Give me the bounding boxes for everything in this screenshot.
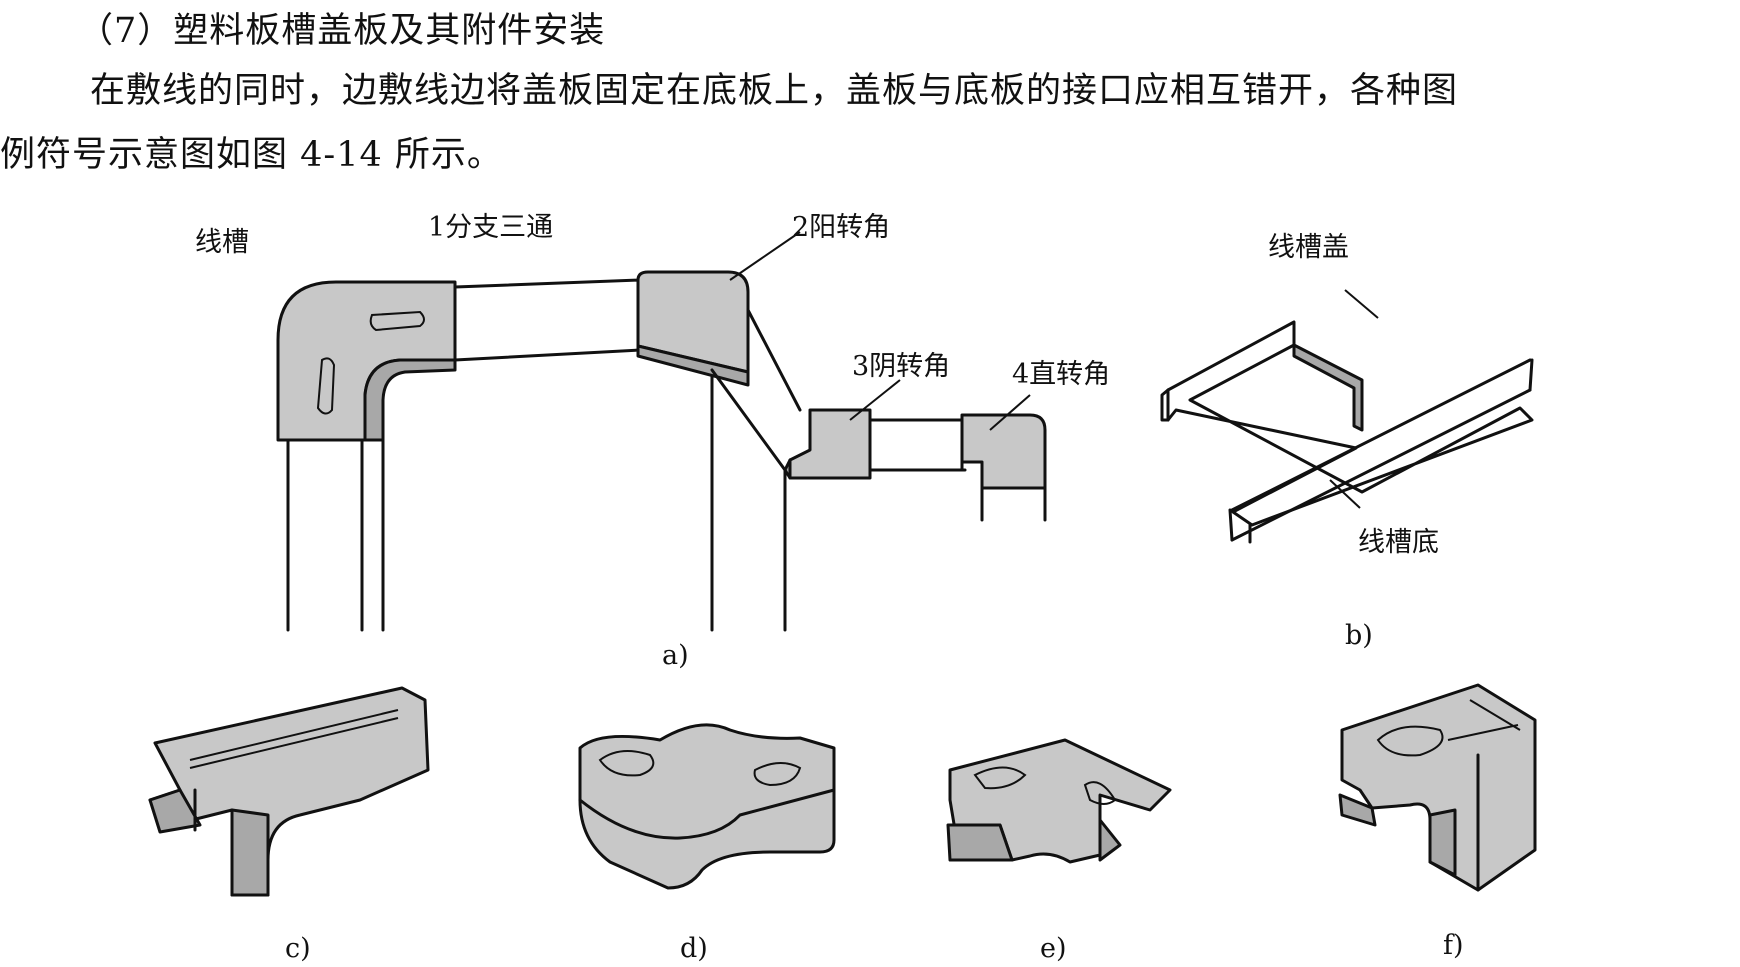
caption-a: a): [662, 640, 689, 671]
caption-b: b): [1345, 620, 1373, 651]
figure-f-drawing: [1338, 683, 1537, 892]
label-external-corner: 2阳转角: [792, 212, 891, 243]
section-heading: （7）塑料板槽盖板及其附件安装: [78, 11, 606, 51]
figure-c-drawing: [148, 686, 430, 897]
caption-f: f): [1443, 930, 1464, 961]
caption-d: d): [680, 933, 708, 964]
figure-d-drawing: [578, 723, 836, 890]
label-trunking: 线槽: [195, 227, 249, 258]
paragraph-line-2: 例符号示意图如图 4-14 所示。: [0, 135, 503, 175]
caption-e: e): [1040, 933, 1067, 964]
label-trunking-cover: 线槽盖: [1268, 232, 1349, 263]
figure-e-drawing: [946, 738, 1172, 864]
label-tee: 1分支三通: [428, 212, 554, 243]
label-internal-corner: 3阴转角: [852, 351, 951, 382]
label-trunking-base: 线槽底: [1358, 527, 1439, 558]
figure-b-drawing: [1160, 289, 1534, 544]
label-straight-corner: 4直转角: [1012, 359, 1111, 390]
caption-c: c): [285, 933, 311, 964]
paragraph-line-1: 在敷线的同时，边敷线边将盖板固定在底板上，盖板与底板的接口应相互错开，各种图: [90, 71, 1459, 111]
figure-a-drawing: [276, 231, 1047, 632]
